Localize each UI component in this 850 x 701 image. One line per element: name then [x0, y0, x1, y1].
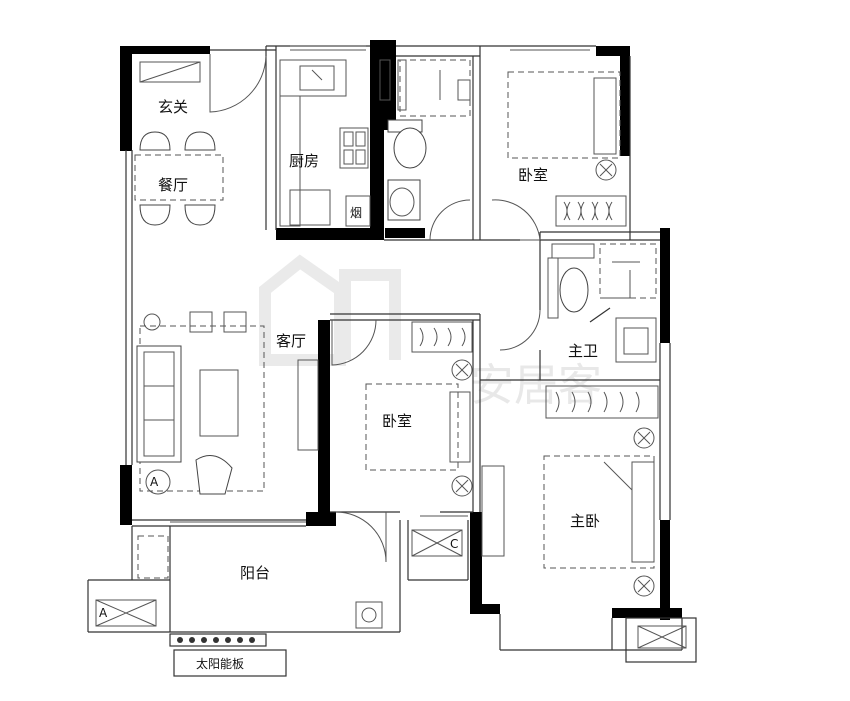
bedroom-north-furniture [507, 71, 627, 227]
master-bedroom-furniture [481, 385, 659, 597]
ac-mark-right: C [450, 537, 458, 551]
label-entrance: 玄关 [158, 98, 188, 116]
room-labels: 玄关 餐厅 厨房 烟 卧室 客厅 卧室 主卫 主卧 阳台 太阳能板 [158, 98, 600, 671]
label-solar-panel: 太阳能板 [196, 656, 244, 671]
doors [209, 54, 541, 563]
dining-furniture [134, 61, 224, 226]
walls [120, 40, 682, 620]
label-flue: 烟 [350, 206, 362, 220]
living-furniture: A [136, 311, 319, 495]
outline-walls [87, 45, 697, 663]
label-kitchen: 厨房 [289, 152, 319, 170]
bathroom-fixtures [379, 59, 471, 221]
master-bath-fixtures [547, 243, 657, 363]
ac-mark-left: A [150, 475, 159, 489]
label-living: 客厅 [276, 332, 306, 350]
watermark: 安居客 [259, 254, 602, 411]
kitchen-furniture [279, 59, 371, 227]
label-bedroom-north: 卧室 [518, 166, 548, 184]
label-master-bedroom: 主卧 [570, 512, 600, 530]
balcony-ac-mark: A [99, 606, 108, 620]
balcony-fixtures: A C [95, 529, 687, 677]
label-bedroom-middle: 卧室 [382, 412, 412, 430]
label-master-bath: 主卫 [568, 342, 598, 360]
solar-panel-dots [177, 637, 255, 643]
label-dining: 餐厅 [158, 176, 188, 194]
bedroom-middle-furniture [365, 321, 473, 497]
label-balcony: 阳台 [240, 564, 270, 582]
